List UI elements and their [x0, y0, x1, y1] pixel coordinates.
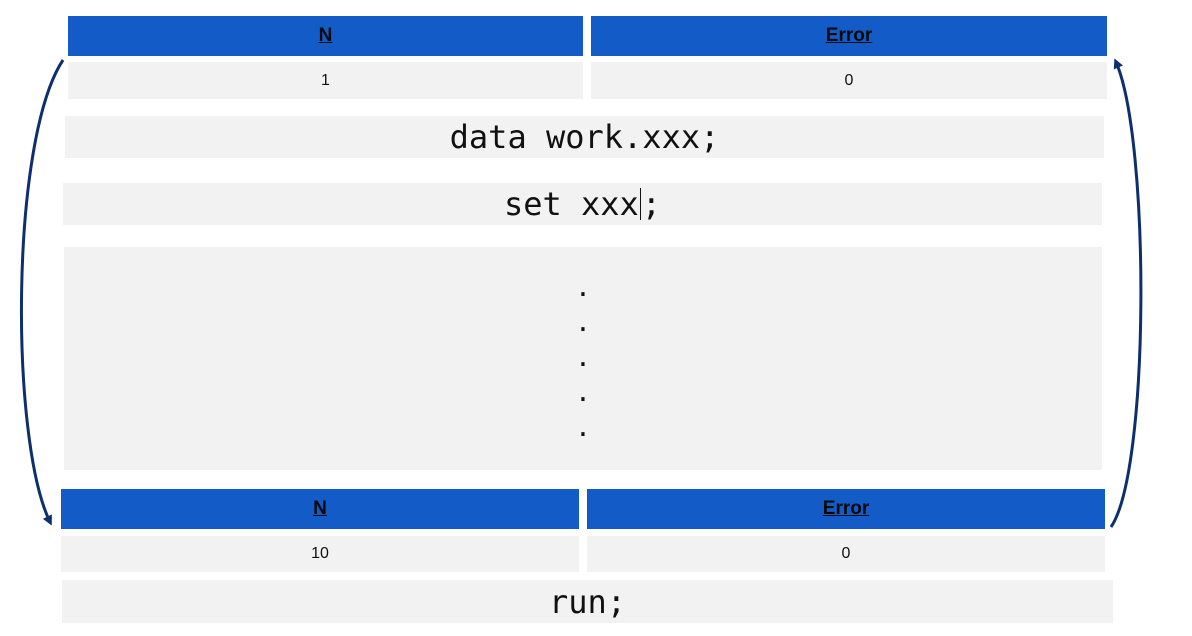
loop-arrow-left: [19, 59, 65, 526]
code-ellipsis-block: . . . . .: [64, 247, 1102, 470]
ellipsis-dot: .: [575, 343, 591, 373]
top-table-cell-n-value: 1: [321, 71, 330, 89]
bottom-table-header-n-label: N: [313, 498, 327, 519]
bottom-table-header-error-label: Error: [822, 498, 870, 519]
bottom-table-header-n: N: [61, 489, 579, 529]
top-table-cell-error-value: 0: [844, 71, 854, 89]
ellipsis-dot: .: [575, 378, 591, 408]
top-table-header-n: N: [68, 16, 583, 56]
bottom-table-cell-error: 0: [587, 536, 1105, 572]
bottom-table-header-error: Error: [587, 489, 1105, 529]
top-table-cell-n: 1: [68, 62, 583, 99]
top-table-header-error-label: Error: [825, 25, 873, 46]
code-line-set: set xxx;: [63, 183, 1102, 225]
code-line-data-text: data work.xxx;: [449, 118, 720, 156]
bottom-table-cell-n: 10: [61, 536, 579, 572]
code-line-set-semicolon: ;: [641, 185, 662, 223]
code-line-run: run;: [62, 580, 1113, 623]
code-line-data: data work.xxx;: [65, 116, 1104, 158]
loop-arrow-right: [1109, 58, 1143, 528]
top-table-cell-error: 0: [591, 62, 1107, 99]
ellipsis-dot: .: [575, 413, 591, 443]
top-table-header-n-label: N: [318, 25, 333, 46]
ellipsis-dot: .: [575, 273, 591, 303]
code-line-run-text: run;: [548, 582, 627, 621]
bottom-table-cell-error-value: 0: [841, 545, 851, 562]
top-table-header-error: Error: [591, 16, 1107, 56]
bottom-table-cell-n-value: 10: [311, 545, 329, 562]
ellipsis-dot: .: [575, 308, 591, 338]
text-cursor: [639, 188, 641, 220]
code-line-set-text: set xxx: [503, 185, 639, 223]
